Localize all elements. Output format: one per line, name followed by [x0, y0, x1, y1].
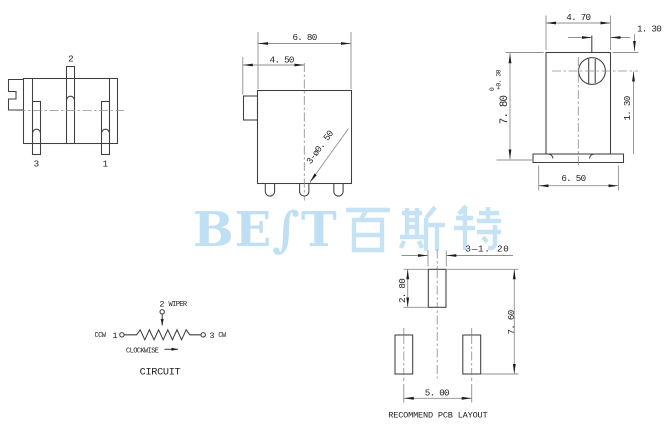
circuit-terminal-2 [159, 309, 165, 315]
side-view: 2 3 1 [7, 54, 124, 170]
right-height-dim: 7. 80 [499, 95, 511, 124]
front-pin-diameter-dim: 3-ø0. 50 [304, 129, 336, 167]
watermark-cjk-characters [346, 204, 501, 253]
front-view-tab [242, 95, 259, 121]
right-width-dim: 4. 70 [566, 12, 590, 23]
circuit-pin3-label: 3 [209, 331, 214, 341]
front-view-pin-right [333, 183, 344, 197]
pcb-pad-height-dim: 2. 80 [397, 279, 408, 303]
circuit-wiper-label: WIPER [169, 301, 188, 309]
side-view-pin3-label: 3 [34, 159, 39, 170]
pcb-pad-dim: 3—1. 20 [465, 244, 509, 255]
circuit-clockwise-label: CLOCKWISE [126, 348, 159, 356]
side-view-pin2 [65, 65, 76, 145]
watermark-logo-text: BE∫T [193, 202, 338, 258]
side-view-pin2-label: 2 [68, 54, 73, 65]
side-view-pin1-label: 1 [103, 159, 109, 170]
resistor-zigzag [124, 328, 201, 342]
side-view-tab [7, 78, 24, 111]
right-view-body [545, 51, 612, 155]
circuit-pin1-label: 1 [112, 331, 117, 341]
right-view-dimensions [496, 15, 639, 191]
right-side-view: 4. 70 1. 30 1. 30 7. 80 +0. 30 0 6. 50 [489, 12, 662, 191]
pcb-layout: 3—1. 20 2. 80 7. 60 5. 00 RECOMMEND PCB … [388, 244, 519, 421]
pcb-height-dim: 7. 60 [506, 310, 517, 334]
circuit-terminal-3 [200, 332, 206, 338]
right-slot-offset-dim: 1. 30 [637, 24, 661, 35]
circuit-terminal-1 [119, 332, 125, 338]
pcb-title: RECOMMEND PCB LAYOUT [388, 411, 487, 421]
pcb-dimensions [401, 250, 519, 403]
front-width-dim: 6. 80 [292, 32, 316, 43]
side-view-pin3 [31, 100, 42, 156]
right-height-tol-upper: +0. 30 [496, 69, 503, 90]
right-center-offset-dim: 1. 30 [622, 96, 633, 120]
front-view: 6. 80 4. 50 3-ø0. 50 [242, 32, 353, 201]
front-pin-offset-dim: 4. 50 [270, 55, 294, 66]
circuit-cw-label: CW [218, 332, 227, 340]
right-height-tol-lower: 0 [489, 87, 496, 91]
front-view-pin-left [264, 183, 276, 197]
watermark: BE∫T [193, 202, 501, 258]
circuit-pin2-label: 2 [159, 300, 164, 310]
front-view-dimensions [242, 32, 352, 183]
side-view-body [22, 77, 119, 145]
pcb-pitch-dim: 5. 00 [425, 388, 449, 399]
right-base-dim: 6. 50 [561, 173, 585, 184]
side-view-pin1 [100, 100, 111, 156]
circuit-diagram: 2 WIPER CCW 1 3 CW CLOCKWISE CIRCUIT [95, 300, 228, 379]
circuit-ccw-label: CCW [95, 332, 107, 340]
circuit-title: CIRCUIT [140, 368, 181, 379]
